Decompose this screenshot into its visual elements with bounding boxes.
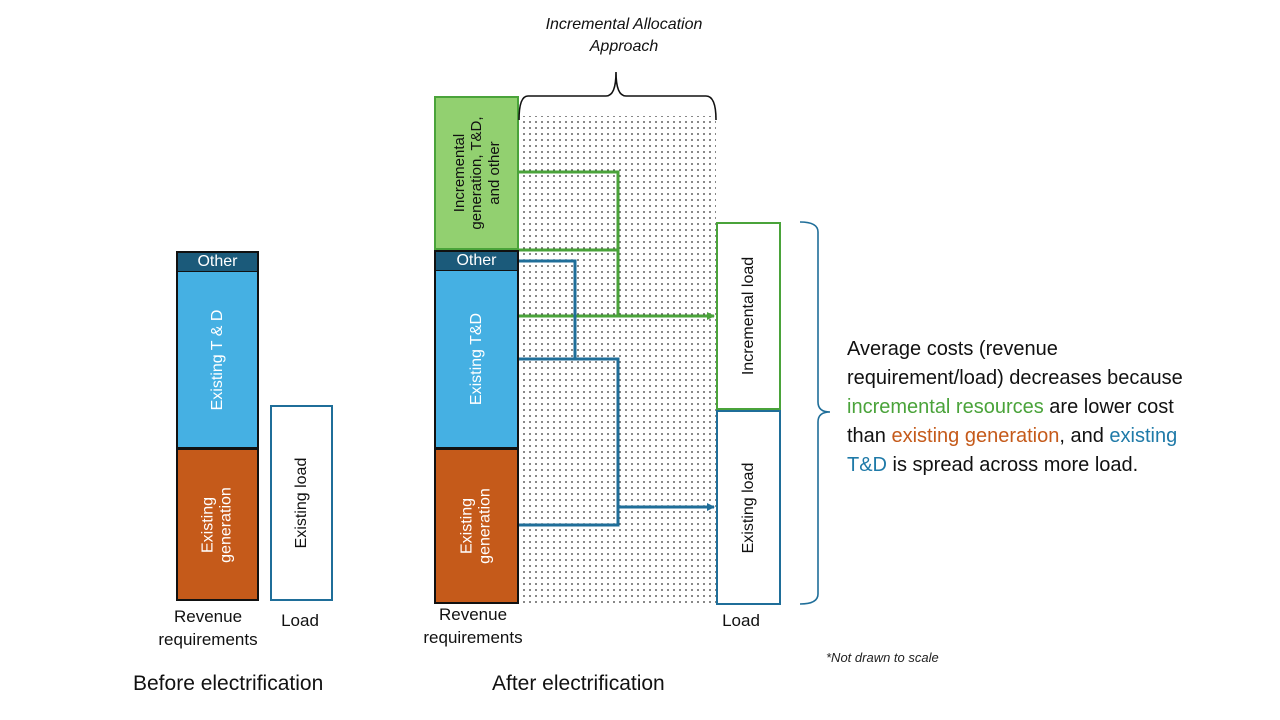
after-generation-block: Existing generation: [434, 448, 519, 604]
explanation-part1: Average costs (revenue requirement/load)…: [847, 338, 1183, 389]
explanation-incremental-resources: incremental resources: [847, 396, 1044, 418]
before-revenue-caption: Revenue requirements: [158, 607, 258, 649]
before-generation-block: Existing generation: [176, 448, 259, 601]
approach-label: Incremental Allocation Approach: [545, 16, 703, 55]
before-td-block: Existing T & D: [176, 272, 259, 449]
approach-brace: [518, 71, 717, 121]
after-title: After electrification: [492, 672, 665, 695]
incremental-load-block: Incremental load: [716, 222, 781, 410]
load-brace: [799, 221, 831, 605]
green-connector-1: [519, 170, 620, 316]
blue-connector-1: [519, 259, 577, 358]
explanation-part4: is spread across more load.: [887, 454, 1139, 476]
explanation-part2: are lower cost than: [847, 396, 1174, 447]
scale-note: *Not drawn to scale: [826, 650, 939, 665]
after-other-label: Other: [456, 252, 497, 269]
before-load-block: Existing load: [270, 405, 333, 601]
before-other-label: Other: [197, 253, 238, 270]
after-revenue-caption: Revenue requirements: [423, 605, 523, 647]
explanation-existing-td: existing T&D: [847, 425, 1178, 476]
after-incremental-block: Incremental generation, T&D, and other: [434, 96, 519, 250]
blue-connector-2: [519, 357, 620, 507]
explanation-existing-generation: existing generation: [891, 425, 1060, 447]
explanation-part3: , and: [1059, 425, 1110, 447]
after-load-caption: Load: [722, 611, 760, 630]
after-td-block: Existing T&D: [434, 271, 519, 449]
blue-connector-3: [519, 507, 620, 527]
before-load-caption: Load: [281, 611, 319, 630]
explanation-text: Average costs (revenue requirement/load)…: [847, 335, 1207, 480]
existing-load-block: Existing load: [716, 410, 781, 605]
before-title: Before electrification: [133, 672, 324, 695]
